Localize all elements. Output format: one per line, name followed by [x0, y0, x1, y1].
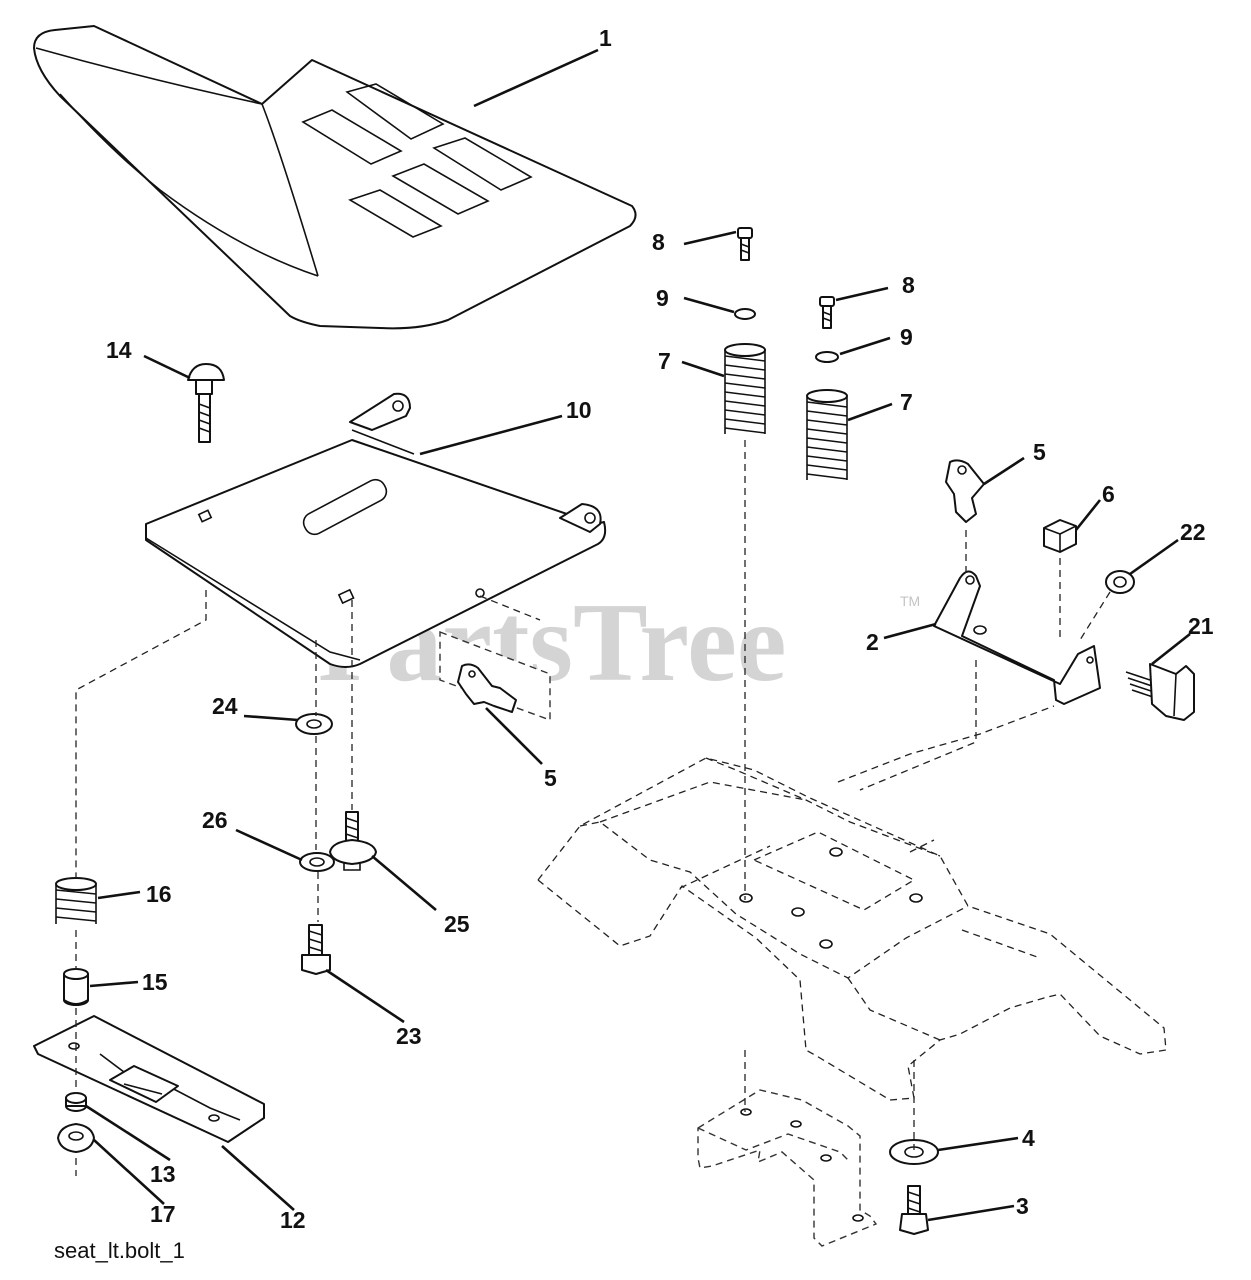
callout-14: 14	[106, 337, 132, 363]
spring-bolt-right	[819, 296, 835, 329]
callout-7: 7	[900, 389, 913, 415]
callout-7: 7	[658, 348, 671, 374]
callout-8: 8	[902, 272, 915, 298]
callout-5: 5	[544, 765, 557, 791]
callout-6: 6	[1102, 481, 1115, 507]
callout-22: 22	[1180, 519, 1206, 545]
spring-bolt-left	[737, 227, 753, 261]
flange-nut-small	[65, 1092, 87, 1112]
adjust-bracket	[933, 570, 1101, 705]
callout-9: 9	[656, 285, 669, 311]
leader-lines	[85, 48, 1191, 1222]
callout-labels: 1 14 10 8 9 7 8 9 7 5 6 22 2 21 24 5 26 …	[106, 25, 1214, 1233]
spacer	[63, 968, 89, 1006]
callout-25: 25	[444, 911, 470, 937]
seat-spring-small	[55, 877, 97, 924]
spring-washer-right	[815, 351, 839, 363]
callout-3: 3	[1016, 1193, 1029, 1219]
callout-23: 23	[396, 1023, 422, 1049]
callout-5: 5	[1033, 439, 1046, 465]
compression-spring-left	[724, 343, 766, 434]
callout-17: 17	[150, 1201, 176, 1227]
callout-16: 16	[146, 881, 172, 907]
frame-support-bracket	[697, 1089, 878, 1247]
callout-15: 15	[142, 969, 168, 995]
frame-bolt	[899, 1185, 929, 1235]
hex-nut	[1043, 519, 1077, 553]
pivot-plate	[33, 1015, 265, 1143]
callout-8: 8	[652, 229, 665, 255]
spring-washer-left	[734, 308, 756, 320]
callout-26: 26	[202, 807, 228, 833]
callout-9: 9	[900, 324, 913, 350]
alignment-lines	[75, 440, 1111, 1176]
seat-clip-upper	[945, 459, 985, 523]
callout-4: 4	[1022, 1125, 1035, 1151]
hex-bolt	[301, 924, 331, 975]
trademark-mark: TM	[900, 593, 920, 609]
callout-13: 13	[150, 1161, 176, 1187]
lock-washer	[299, 852, 335, 872]
tractor-frame-phantom	[537, 705, 1167, 1101]
seat-pan	[145, 392, 607, 668]
lock-nut	[1105, 570, 1135, 594]
frame-washer	[889, 1139, 939, 1165]
shoulder-bolt	[329, 811, 377, 871]
callout-10: 10	[566, 397, 592, 423]
callout-2: 2	[866, 629, 879, 655]
diagram-caption: seat_lt.bolt_1	[54, 1238, 185, 1263]
flange-nut-large	[57, 1123, 95, 1153]
seat-clip-lower	[457, 663, 517, 713]
carriage-bolt	[187, 363, 225, 443]
callout-21: 21	[1188, 613, 1214, 639]
flat-washer	[295, 713, 333, 735]
compression-spring-right	[806, 389, 848, 480]
callout-1: 1	[599, 25, 612, 51]
seat-cushion	[33, 25, 637, 330]
callout-24: 24	[212, 693, 238, 719]
callout-12: 12	[280, 1207, 306, 1233]
adjust-knob	[1125, 663, 1195, 721]
